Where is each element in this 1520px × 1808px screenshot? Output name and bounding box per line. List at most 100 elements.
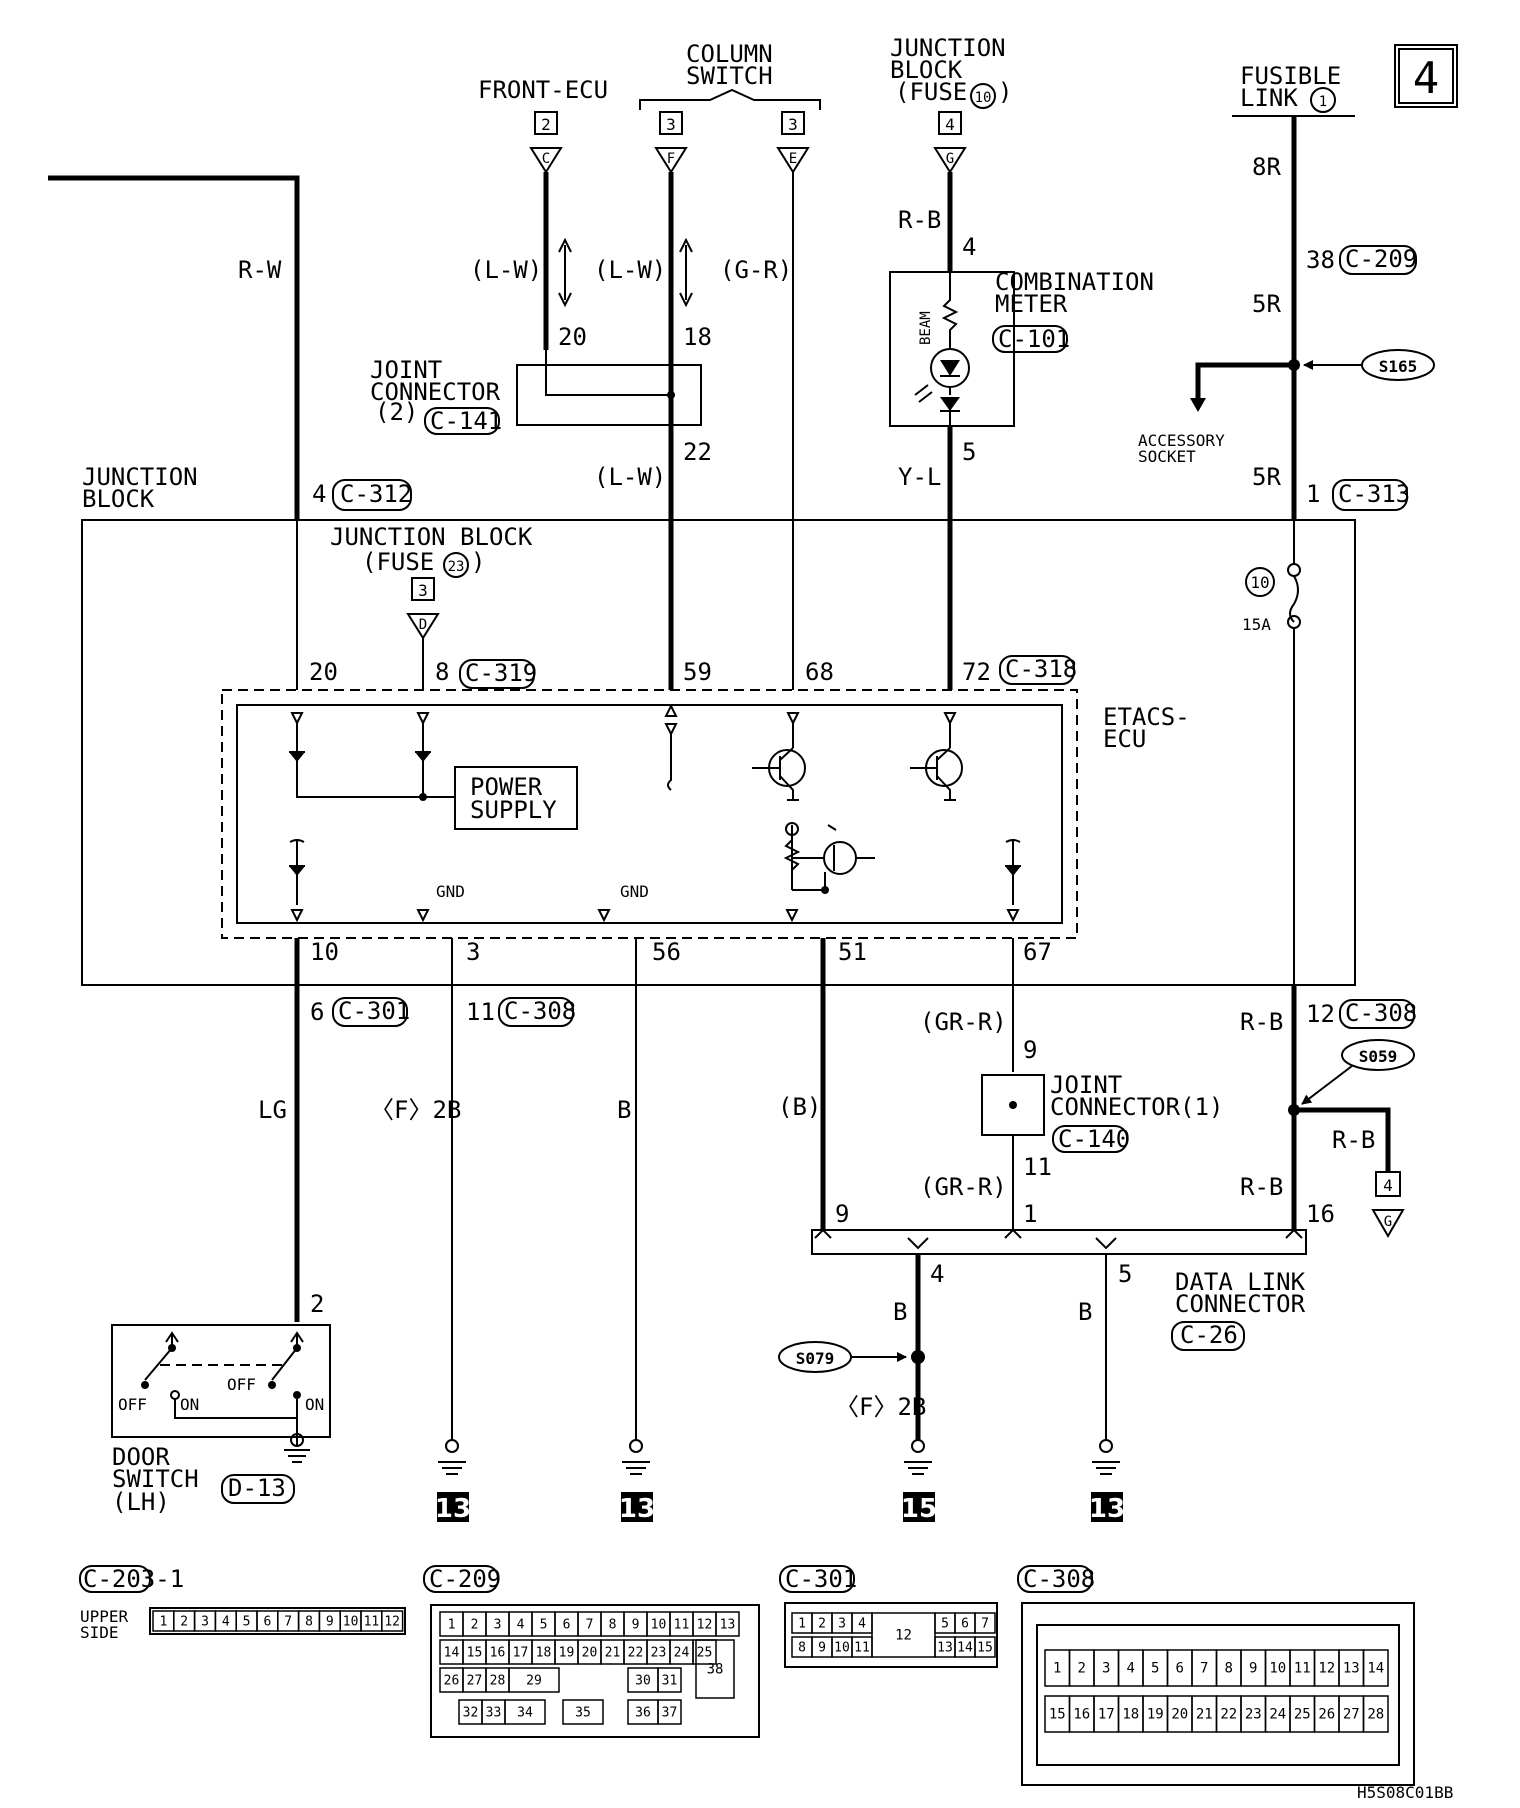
wire-label-lg: LG bbox=[258, 1096, 287, 1124]
door-off1: OFF bbox=[118, 1395, 147, 1414]
c209-pin-7: 7 bbox=[586, 1617, 594, 1632]
c308-pin-13: 13 bbox=[1343, 1661, 1360, 1677]
wire-label-f2b2: 〈F〉2B bbox=[835, 1393, 926, 1421]
c308-pin-21: 21 bbox=[1196, 1707, 1213, 1723]
c203-pin-11: 11 bbox=[364, 1614, 380, 1629]
jb-fuse23-fuse: 23 bbox=[448, 559, 465, 575]
c203-pin-6: 6 bbox=[263, 1614, 271, 1629]
pin-18-top: 18 bbox=[683, 323, 712, 351]
svg-text:13: 13 bbox=[435, 1494, 471, 1524]
joint-connector-1 bbox=[981, 1074, 1045, 1136]
c209-pin-32: 32 bbox=[463, 1705, 479, 1720]
ground-15: 15 bbox=[901, 1439, 937, 1524]
c203-pin-1: 1 bbox=[159, 1614, 167, 1629]
ground-13-b: 13 bbox=[619, 1439, 655, 1524]
c209-pin-20: 20 bbox=[582, 1645, 598, 1660]
etacs-line2: ECU bbox=[1103, 725, 1146, 753]
pin-9-dl: 9 bbox=[835, 1200, 849, 1228]
c209-pin-28: 28 bbox=[490, 1673, 506, 1688]
c209-pin-38-cell bbox=[695, 1639, 735, 1699]
diagram-code: H5S08C01BB bbox=[1357, 1783, 1453, 1802]
door-switch bbox=[111, 1324, 331, 1438]
c301-pin-15: 15 bbox=[977, 1640, 993, 1655]
wire-label-b-dl: B bbox=[893, 1298, 907, 1326]
ground-13-a: 13 bbox=[435, 1439, 471, 1524]
c209-pin-22: 22 bbox=[628, 1645, 644, 1660]
c209-pin-31: 31 bbox=[662, 1673, 678, 1688]
c308-pin-20: 20 bbox=[1171, 1707, 1188, 1723]
c209-pin-11: 11 bbox=[674, 1617, 690, 1632]
wire-label-grr1: (GR-R) bbox=[920, 1008, 1007, 1036]
jb-fuse10-line1: JUNCTION bbox=[890, 34, 1006, 62]
wire-label-b-paren: (B) bbox=[778, 1093, 821, 1121]
c308-pin-1: 1 bbox=[1053, 1661, 1061, 1677]
fuse10-num: 10 bbox=[1250, 573, 1269, 592]
pin-11-jc: 11 bbox=[1023, 1153, 1052, 1181]
door-on2: ON bbox=[305, 1395, 324, 1414]
door-line1: DOOR bbox=[112, 1443, 170, 1471]
c301-pin-1: 1 bbox=[798, 1616, 806, 1631]
c301-pin-12-cell bbox=[871, 1612, 936, 1658]
meter-beam: BEAM bbox=[918, 311, 934, 345]
c308-pin-11: 11 bbox=[1294, 1661, 1311, 1677]
c203-pin-8: 8 bbox=[305, 1614, 313, 1629]
svg-text:): ) bbox=[471, 548, 485, 576]
wire-label-yl: Y-L bbox=[898, 463, 941, 491]
c308-pin-25: 25 bbox=[1294, 1707, 1311, 1723]
wire-label-rb-top: R-B bbox=[898, 206, 941, 234]
jb-fuse23-page: 3 bbox=[418, 581, 428, 600]
c203-pin-12-cell bbox=[381, 1610, 404, 1632]
c308-pin-10: 10 bbox=[1269, 1661, 1286, 1677]
c301-pin-2: 2 bbox=[818, 1616, 826, 1631]
accessory-line1: ACCESSORY bbox=[1138, 431, 1225, 450]
c209-pin-2: 2 bbox=[471, 1617, 479, 1632]
pin-11: 11 bbox=[466, 998, 495, 1026]
c308-pin-27: 27 bbox=[1343, 1707, 1360, 1723]
pin-38: 38 bbox=[1306, 246, 1335, 274]
pin-3: 3 bbox=[466, 938, 480, 966]
pin-1-c313: 1 bbox=[1306, 480, 1320, 508]
pin-8: 8 bbox=[435, 658, 449, 686]
jc2-line2: CONNECTOR bbox=[370, 378, 501, 406]
c308-pin-2: 2 bbox=[1078, 1661, 1086, 1677]
c209-pin-12: 12 bbox=[697, 1617, 713, 1632]
page4-letter: G bbox=[1384, 1214, 1392, 1230]
c301-pin-13: 13 bbox=[937, 1640, 953, 1655]
c209-pin-6: 6 bbox=[563, 1617, 571, 1632]
pin-59: 59 bbox=[683, 658, 712, 686]
connector-c312: C-312 bbox=[340, 480, 412, 508]
c301-pin-15-cell bbox=[974, 1636, 996, 1658]
c203-pin-7: 7 bbox=[284, 1614, 292, 1629]
c209-pin-19: 19 bbox=[559, 1645, 575, 1660]
fusible-link-line2: LINK bbox=[1240, 84, 1298, 112]
wire-label-b1: B bbox=[617, 1096, 631, 1124]
c308-pin-24: 24 bbox=[1269, 1707, 1286, 1723]
jc1-line1: JOINT bbox=[1050, 1071, 1122, 1099]
c209-pin-10: 10 bbox=[651, 1617, 667, 1632]
jb-line1: JUNCTION bbox=[82, 463, 198, 491]
c209-pin-16: 16 bbox=[490, 1645, 506, 1660]
connector-c318: C-318 bbox=[1005, 655, 1077, 683]
connector-d13: D-13 bbox=[228, 1474, 286, 1502]
pin-4-dl: 4 bbox=[930, 1260, 944, 1288]
c308-pin-28-cell bbox=[1362, 1695, 1389, 1733]
jc2-line3: (2) bbox=[375, 398, 418, 426]
splice-s079: S079 bbox=[796, 1349, 835, 1368]
c301-pin-10: 10 bbox=[834, 1640, 850, 1655]
jb-fuse23-letter: D bbox=[419, 617, 427, 633]
front-ecu-page: 2 bbox=[541, 115, 551, 134]
c209-pin-31-cell bbox=[657, 1667, 682, 1693]
c301-pin-12: 12 bbox=[895, 1628, 912, 1644]
pin-20: 20 bbox=[309, 658, 338, 686]
pin-4-meter: 4 bbox=[962, 233, 976, 261]
c301-title: C-301 bbox=[785, 1565, 857, 1593]
connector-c313: C-313 bbox=[1338, 480, 1410, 508]
power-line1: POWER bbox=[470, 773, 543, 801]
etacs-line1: ETACS- bbox=[1103, 703, 1190, 731]
page-number-box bbox=[1394, 44, 1458, 108]
column-switch-letter-e: E bbox=[789, 151, 797, 167]
c209-pin-34: 34 bbox=[517, 1705, 533, 1720]
c308-title: C-308 bbox=[1023, 1565, 1095, 1593]
